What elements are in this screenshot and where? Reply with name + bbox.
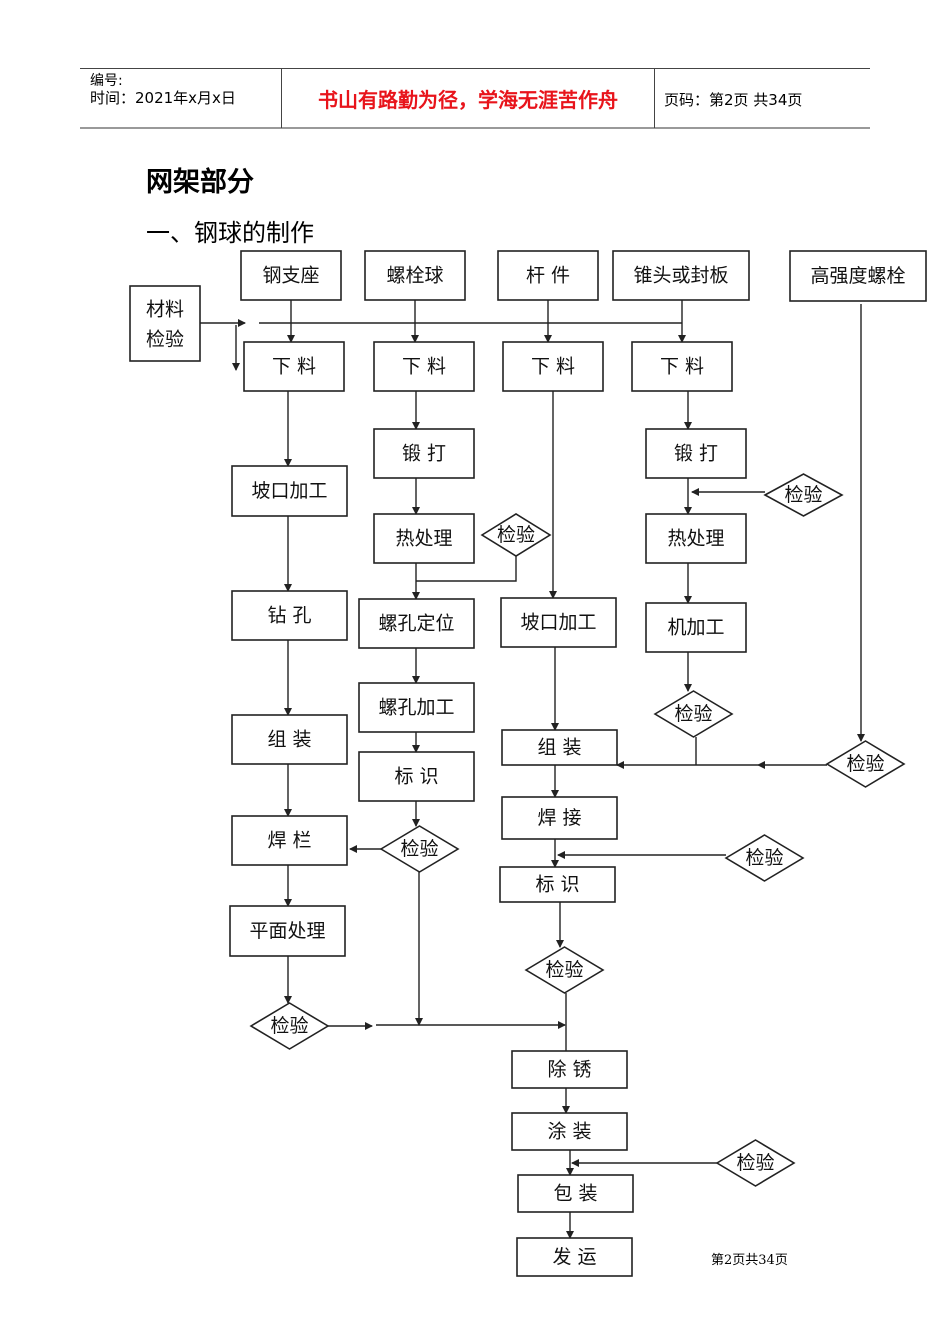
process-step-weld3: 焊 接 <box>501 796 618 840</box>
node-label: 焊 栏 <box>267 830 311 852</box>
node-label: 锻 打 <box>674 443 718 465</box>
node-label: 检验 <box>270 1015 308 1037</box>
document-number-label: 编号: <box>90 73 123 89</box>
node-label: 检验 <box>146 329 184 351</box>
node-label: 检验 <box>545 959 583 981</box>
process-step-holepos2: 螺孔定位 <box>358 598 475 649</box>
process-step-forge4: 锻 打 <box>645 428 747 479</box>
node-label: 检验 <box>736 1152 774 1174</box>
process-step-steel-support: 钢支座 <box>240 250 342 301</box>
process-step-cut2: 下 料 <box>373 341 475 392</box>
node-label: 检验 <box>784 484 822 506</box>
node-label: 坡口加工 <box>520 612 596 634</box>
node-label: 检验 <box>674 703 712 725</box>
node-label: 热处理 <box>395 528 452 550</box>
node-label: 材料 <box>146 299 184 321</box>
process-step-holemach2: 螺孔加工 <box>358 682 475 733</box>
node-label: 钢支座 <box>262 265 319 287</box>
process-step-cone: 锥头或封板 <box>612 250 750 301</box>
node-label: 螺栓球 <box>386 265 443 287</box>
node-label: 涂 装 <box>547 1121 591 1143</box>
node-label: 下 料 <box>660 356 704 378</box>
process-step-bevel1: 坡口加工 <box>231 465 348 517</box>
node-label: 组 装 <box>267 729 311 751</box>
node-label: 热处理 <box>667 528 724 550</box>
process-step-heat4: 热处理 <box>645 513 747 564</box>
process-step-mark3: 标 识 <box>499 866 616 903</box>
node-label: 组 装 <box>537 737 581 759</box>
process-step-forge2: 锻 打 <box>373 428 475 479</box>
process-step-hs-bolt: 高强度螺栓 <box>789 250 927 302</box>
process-step-pack: 包 装 <box>517 1174 634 1213</box>
document-date: 时间：2021年x月x日 <box>90 89 236 107</box>
node-label: 除 锈 <box>547 1059 591 1081</box>
inspection-decision-insp-mark3: 检验 <box>524 946 605 994</box>
node-label: 标 识 <box>535 874 579 896</box>
process-step-assy1: 组 装 <box>231 714 348 765</box>
process-step-derust: 除 锈 <box>511 1050 628 1089</box>
process-step-ship: 发 运 <box>516 1237 633 1277</box>
node-label: 螺孔定位 <box>378 613 454 635</box>
process-step-drill1: 钻 孔 <box>231 590 348 641</box>
node-label: 杆 件 <box>526 265 570 287</box>
inspection-decision-insp-forge4: 检验 <box>763 473 844 517</box>
inspection-decision-insp-bolt: 检验 <box>825 740 906 788</box>
inspection-decision-insp-mark2: 检验 <box>379 825 460 873</box>
node-label: 下 料 <box>402 356 446 378</box>
header-motto: 书山有路勤为径，学海无涯苦作舟 <box>318 88 618 112</box>
node-label: 标 识 <box>394 766 438 788</box>
node-label: 焊 接 <box>537 807 581 829</box>
process-step-assy3: 组 装 <box>501 729 618 766</box>
inspection-decision-insp-mach4: 检验 <box>653 690 734 738</box>
flow-connector <box>416 556 517 582</box>
header-bottom-rule <box>80 127 870 129</box>
node-label: 平面处理 <box>249 920 325 942</box>
process-step-coating: 涂 装 <box>511 1112 628 1151</box>
node-label: 下 料 <box>531 356 575 378</box>
process-step-rod: 杆 件 <box>497 250 599 301</box>
inspection-decision-insp-heat2: 检验 <box>480 513 552 557</box>
header-divider <box>654 68 655 128</box>
node-label: 坡口加工 <box>251 480 327 502</box>
process-step-weld1: 焊 栏 <box>231 815 348 866</box>
section-title: 网架部分 <box>146 167 254 198</box>
node-label: 检验 <box>497 524 535 546</box>
page-footer: 第2页共34页 <box>711 1253 788 1268</box>
inspection-decision-insp-surface1: 检验 <box>249 1002 330 1050</box>
process-step-surface1: 平面处理 <box>229 905 346 957</box>
node-label: 发 运 <box>552 1246 596 1268</box>
process-step-machine4: 机加工 <box>645 602 747 653</box>
node-label: 检验 <box>400 838 438 860</box>
header-page-info: 页码：第2页 共34页 <box>664 91 803 109</box>
process-step-cut4: 下 料 <box>631 341 733 392</box>
header-top-rule <box>80 68 870 69</box>
node-label: 锥头或封板 <box>633 265 728 287</box>
process-step-cut1: 下 料 <box>243 341 345 392</box>
node-label: 锻 打 <box>402 443 446 465</box>
node-label: 机加工 <box>667 617 724 639</box>
node-label: 钻 孔 <box>267 605 311 627</box>
node-label: 螺孔加工 <box>378 697 454 719</box>
inspection-decision-insp-weld3: 检验 <box>724 834 805 882</box>
process-step-cut3: 下 料 <box>502 341 604 392</box>
process-step-bevel3: 坡口加工 <box>500 597 617 648</box>
node-label: 检验 <box>745 847 783 869</box>
header-divider <box>281 68 282 128</box>
process-step-mark2: 标 识 <box>358 751 475 802</box>
node-label: 下 料 <box>272 356 316 378</box>
process-step-heat2: 热处理 <box>373 513 475 564</box>
node-label: 高强度螺栓 <box>810 265 905 287</box>
node-label: 检验 <box>846 753 884 775</box>
inspection-decision-insp-coat: 检验 <box>715 1139 796 1187</box>
node-label: 包 装 <box>553 1183 597 1205</box>
process-step-bolt-ball: 螺栓球 <box>364 250 466 301</box>
subsection-title: 一、钢球的制作 <box>146 219 314 247</box>
